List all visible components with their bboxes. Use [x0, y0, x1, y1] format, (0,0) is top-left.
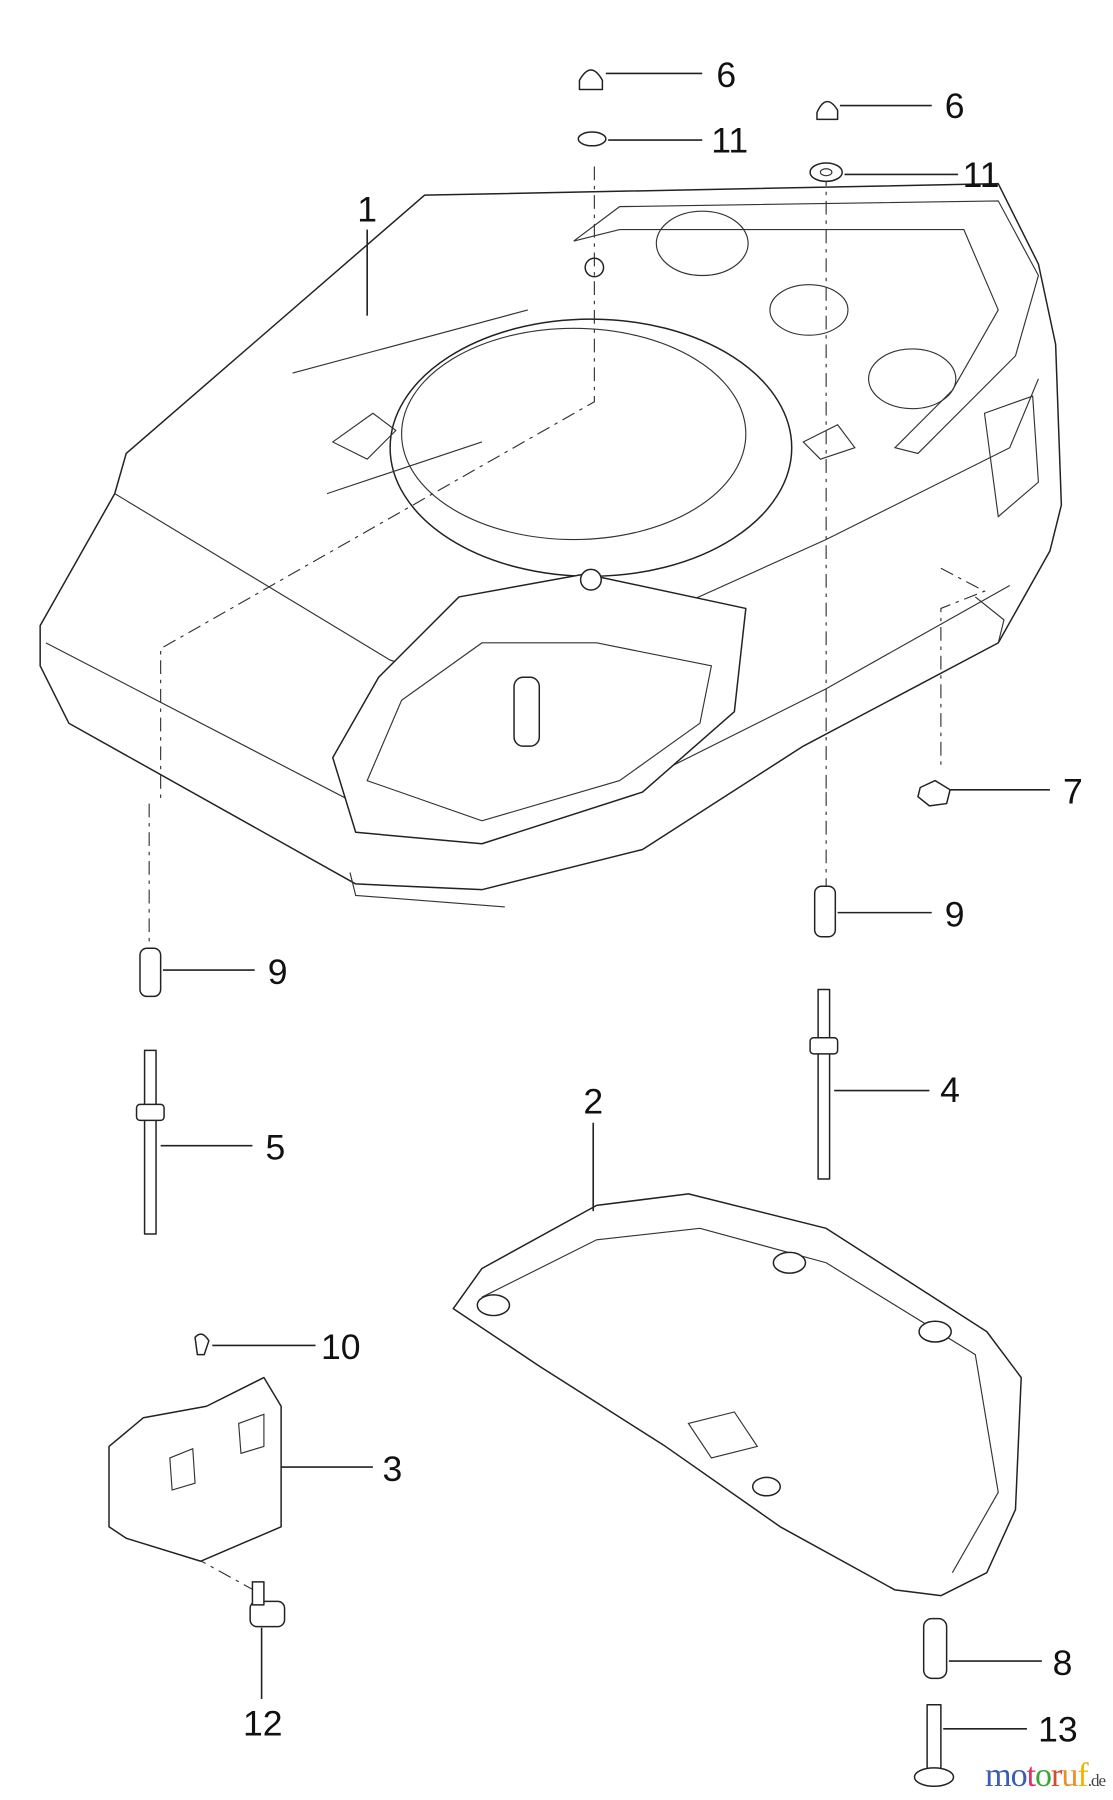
- callout-11-left: 11: [711, 121, 748, 161]
- part-9-pin-left: [139, 947, 162, 998]
- part-3-bracket: [108, 1333, 282, 1562]
- part-6-cap-right: [816, 100, 839, 121]
- callout-12: 12: [243, 1704, 283, 1744]
- callout-5: 5: [265, 1127, 285, 1167]
- logo-letter: o: [1010, 1757, 1028, 1794]
- callout-8: 8: [1053, 1643, 1073, 1683]
- part-4-stud: [809, 988, 839, 1180]
- part-12-screw: [249, 1581, 286, 1628]
- logo-text: motoruf: [985, 1757, 1089, 1794]
- callout-9-right: 9: [945, 894, 965, 934]
- part-11-washer-left: [577, 131, 607, 147]
- callout-1: 1: [357, 190, 377, 230]
- logo-letter: f: [1077, 1757, 1088, 1794]
- callout-13: 13: [1038, 1709, 1078, 1749]
- logo-suffix: .de: [1087, 1771, 1106, 1790]
- part-2-base-pan: [452, 1193, 1022, 1597]
- part-13-bolt: [913, 1703, 955, 1787]
- callout-3: 3: [383, 1449, 403, 1489]
- callout-2: 2: [583, 1082, 603, 1122]
- callout-11-right: 11: [963, 155, 1000, 195]
- logo-letter: t: [1026, 1757, 1037, 1794]
- motoruf-watermark-logo: motoruf.de: [985, 1757, 1106, 1800]
- callout-6-right: 6: [945, 86, 965, 126]
- logo-letter: u: [1061, 1757, 1078, 1794]
- logo-letter: m: [985, 1757, 1011, 1794]
- callout-7: 7: [1063, 772, 1083, 812]
- callout-9-left: 9: [268, 952, 288, 992]
- part-7-nut: [917, 779, 951, 807]
- part-8-pin: [922, 1617, 948, 1680]
- part-11-washer-right: [809, 162, 843, 183]
- callout-6-left: 6: [716, 55, 736, 95]
- logo-letter: r: [1051, 1757, 1062, 1794]
- leader-lines: [160, 72, 1050, 1730]
- part-6-cap-left: [578, 69, 604, 91]
- part-9-pin-right: [813, 885, 837, 938]
- callout-10: 10: [321, 1327, 361, 1367]
- callout-4: 4: [940, 1070, 960, 1110]
- part-5-stud: [135, 1049, 165, 1235]
- part-1-blower-housing: [39, 182, 1063, 908]
- logo-letter: o: [1035, 1757, 1052, 1794]
